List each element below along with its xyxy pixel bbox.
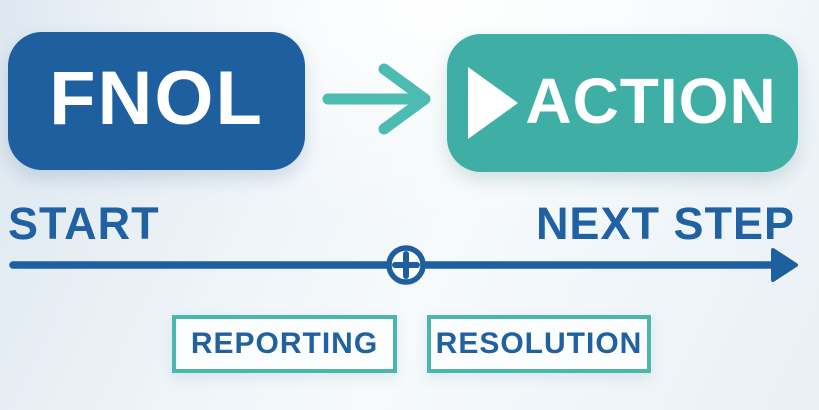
reporting-label: REPORTING [190, 327, 379, 360]
action-box: ACTION [447, 34, 798, 172]
action-label: ACTION [525, 65, 777, 137]
plus-circle-icon [386, 245, 426, 285]
play-icon [468, 67, 519, 139]
start-label: START [8, 198, 160, 249]
arrow-right-icon [322, 63, 431, 135]
reporting-box: REPORTING [172, 315, 397, 373]
resolution-box: RESOLUTION [427, 315, 651, 373]
next-step-label: NEXT STEP [535, 198, 795, 249]
timeline-arrowhead [771, 248, 798, 282]
arrow-head [378, 63, 431, 135]
timeline-arrow [9, 245, 798, 285]
fnol-label: FNOL [49, 56, 264, 141]
resolution-label: RESOLUTION [435, 327, 643, 360]
fnol-box: FNOL [8, 32, 305, 170]
